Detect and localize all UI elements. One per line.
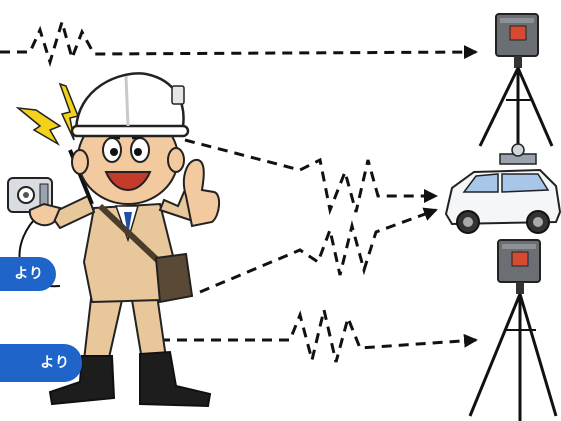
signal-line-top (0, 22, 476, 62)
camera-tripod-icon (480, 14, 552, 150)
upper-label-pill: より (0, 257, 56, 291)
lightning-icon (18, 84, 78, 144)
lower-label-text: より (40, 355, 70, 371)
radio-transmitter-icon (8, 178, 60, 225)
signal-line-upper-car (185, 140, 436, 212)
signal-line-lower-car (200, 210, 436, 292)
signal-line-bottom (160, 310, 476, 362)
upper-label-text: より (14, 266, 44, 282)
lower-label-pill: より (0, 344, 82, 382)
camera-tripod-icon (470, 240, 556, 421)
vehicle-receiver-icon (446, 144, 560, 233)
